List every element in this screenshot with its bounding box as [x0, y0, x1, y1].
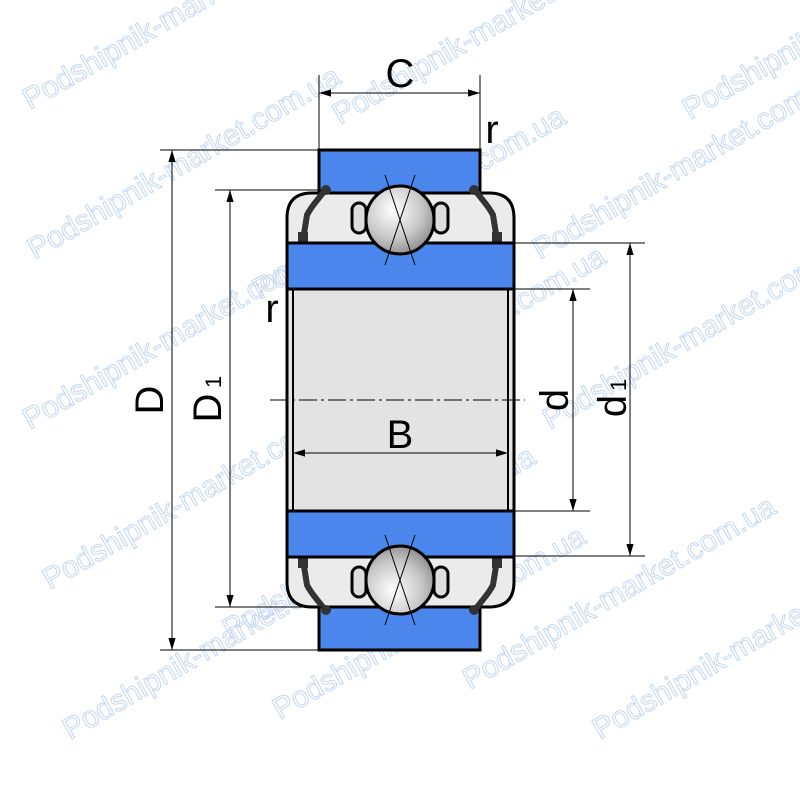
label-d1-subscript: 1	[606, 379, 631, 391]
label-r-left: r	[265, 287, 278, 331]
bearing-top-section	[287, 150, 514, 289]
bearing-bottom-section	[287, 511, 514, 650]
label-d1: d	[591, 395, 635, 417]
label-C: C	[386, 52, 415, 96]
watermark-text: Podshipnik-market.com.ua	[527, 60, 800, 266]
label-B: B	[387, 413, 414, 457]
dimension-lines	[160, 75, 645, 651]
label-D1: D	[186, 394, 230, 423]
label-d: d	[533, 389, 577, 411]
label-D: D	[128, 386, 172, 415]
label-r-top: r	[485, 108, 498, 152]
watermark-text: Podshipnik-market.com.ua	[587, 540, 800, 746]
label-D1-subscript: 1	[201, 376, 226, 388]
